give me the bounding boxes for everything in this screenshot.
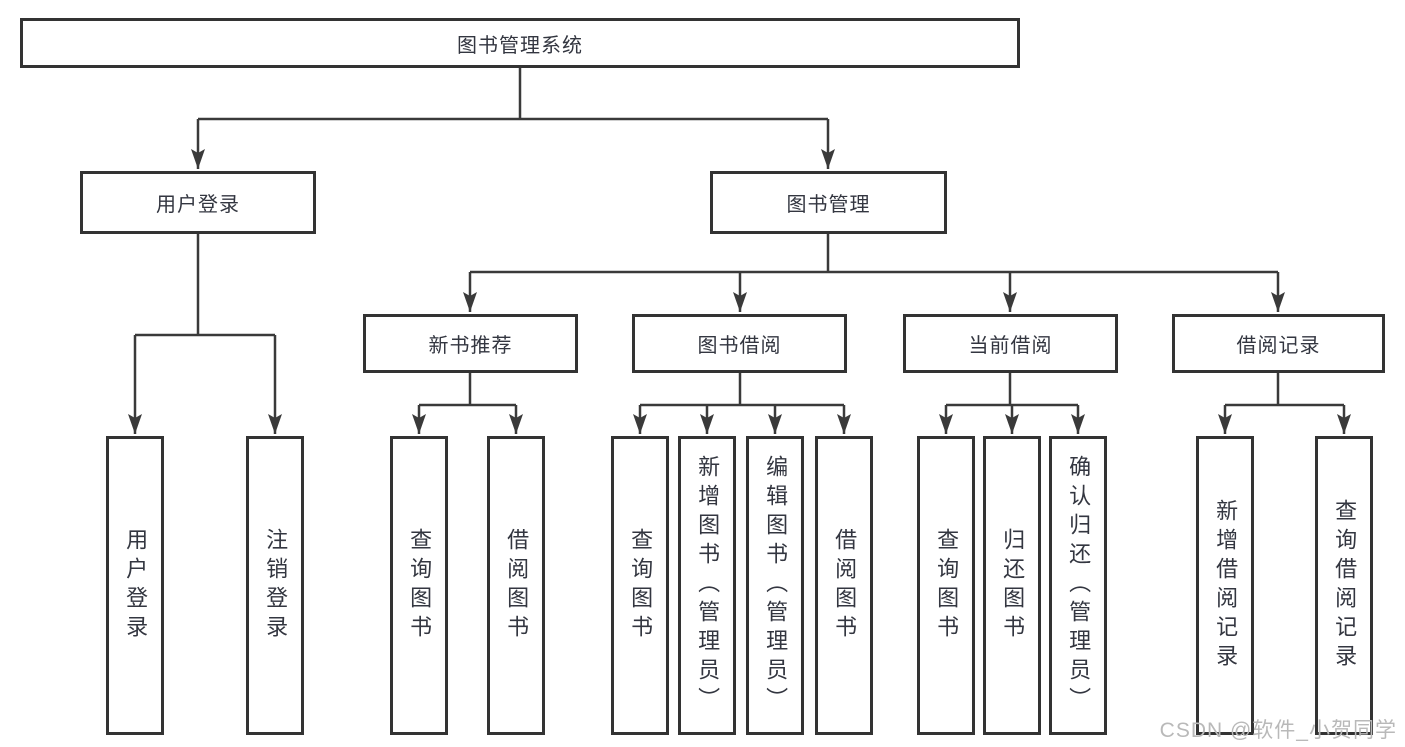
leaf-query-books-borrow-label: 查询图书	[628, 527, 654, 644]
leaf-return-book: 归还图书	[983, 436, 1041, 735]
leaf-logout-label: 注销登录	[263, 527, 289, 644]
node-book-management: 图书管理	[710, 171, 947, 234]
leaf-add-borrow-record-label: 新增借阅记录	[1213, 498, 1239, 673]
node-borrow-records-label: 借阅记录	[1236, 335, 1321, 357]
connector-book-borrow	[633, 373, 851, 434]
leaf-borrow-books-borrow-label: 借阅图书	[832, 527, 858, 644]
leaf-query-books-recommend: 查询图书	[390, 436, 448, 735]
leaf-borrow-books-recommend: 借阅图书	[487, 436, 545, 735]
leaf-add-book-admin: 新增图书（管理员）	[678, 436, 736, 735]
leaf-query-books-borrow: 查询图书	[611, 436, 669, 735]
leaf-add-book-admin-label: 新增图书（管理员）	[695, 455, 721, 716]
leaf-query-books-current: 查询图书	[917, 436, 975, 735]
leaf-logout: 注销登录	[246, 436, 304, 735]
leaf-edit-book-admin: 编辑图书（管理员）	[746, 436, 804, 735]
node-current-borrow-label: 当前借阅	[968, 335, 1053, 357]
node-current-borrow: 当前借阅	[903, 314, 1118, 373]
node-new-book-recommend-label: 新书推荐	[428, 335, 513, 357]
node-book-borrow: 图书借阅	[632, 314, 847, 373]
node-new-book-recommend: 新书推荐	[363, 314, 578, 373]
node-book-management-label: 图书管理	[786, 194, 871, 216]
leaf-query-books-current-label: 查询图书	[934, 527, 960, 644]
node-borrow-records: 借阅记录	[1172, 314, 1385, 373]
leaf-user-login-label: 用户登录	[123, 527, 149, 644]
leaf-edit-book-admin-label: 编辑图书（管理员）	[763, 455, 789, 716]
node-root: 图书管理系统	[20, 18, 1020, 68]
leaf-confirm-return-admin: 确认归还（管理员）	[1049, 436, 1107, 735]
connector-borrow-records	[1218, 373, 1351, 434]
leaf-return-book-label: 归还图书	[1000, 527, 1026, 644]
node-user-login-label: 用户登录	[156, 194, 240, 216]
leaf-query-borrow-record-label: 查询借阅记录	[1332, 498, 1358, 673]
leaf-query-books-recommend-label: 查询图书	[407, 527, 433, 644]
connector-book-mgmt	[463, 234, 1285, 312]
csdn-watermark: CSDN @软件_小贺同学	[1159, 719, 1397, 742]
leaf-borrow-books-borrow: 借阅图书	[815, 436, 873, 735]
node-user-login: 用户登录	[80, 171, 316, 234]
node-root-label: 图书管理系统	[457, 34, 583, 57]
connector-user-login	[128, 234, 282, 434]
leaf-confirm-return-admin-label: 确认归还（管理员）	[1066, 455, 1092, 716]
leaf-add-borrow-record: 新增借阅记录	[1196, 436, 1254, 735]
leaf-user-login: 用户登录	[106, 436, 164, 735]
connector-new-book-recommend	[412, 373, 523, 434]
leaf-query-borrow-record: 查询借阅记录	[1315, 436, 1373, 735]
connector-root-to-level2	[191, 68, 835, 169]
node-book-borrow-label: 图书借阅	[697, 335, 782, 357]
connector-current-borrow	[939, 373, 1085, 434]
leaf-borrow-books-recommend-label: 借阅图书	[504, 527, 530, 644]
